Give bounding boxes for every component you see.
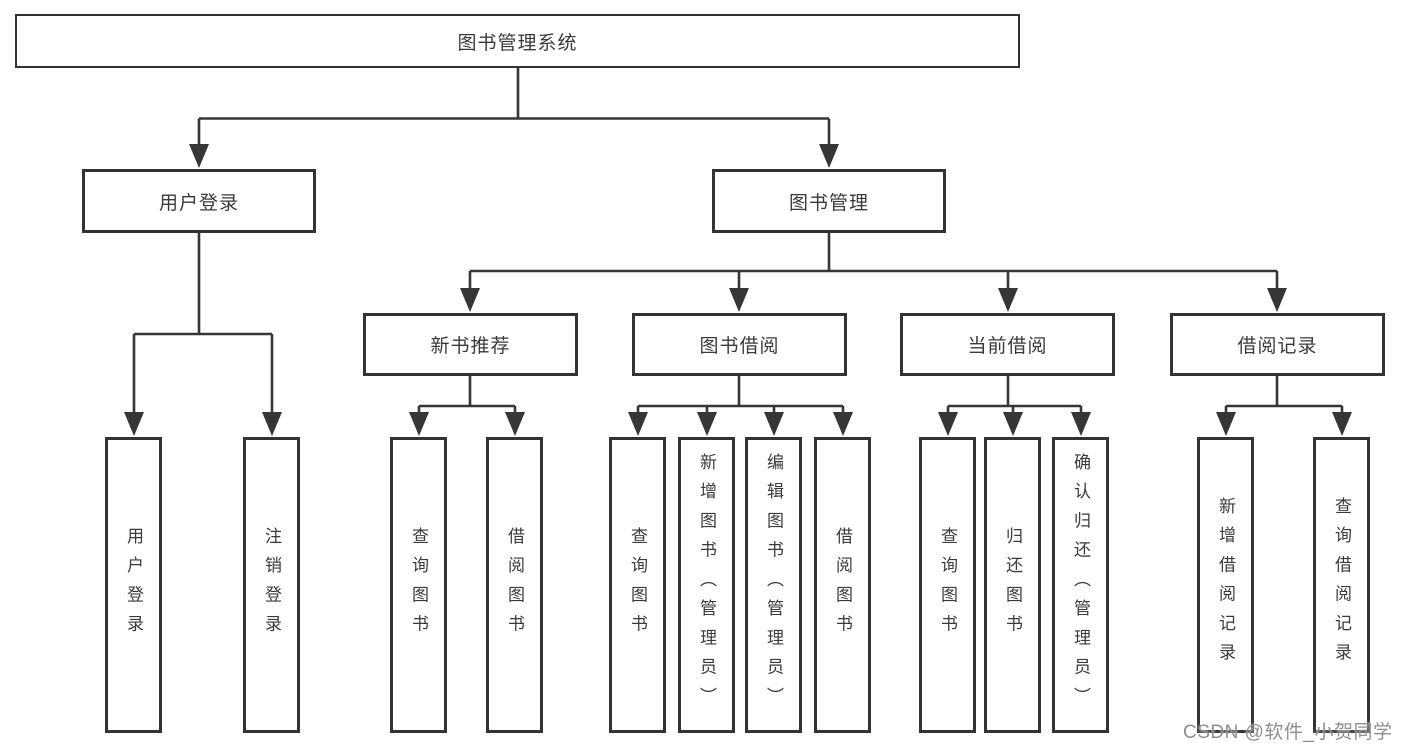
leaf-label: 新增图书（管理员） [697,453,716,717]
leaf-borrow-books-1: 借阅图书 [486,437,543,733]
node-new-book-recommend: 新书推荐 [363,313,578,376]
node-borrow-records: 借阅记录 [1170,313,1385,376]
node-user-login: 用户登录 [82,169,316,233]
leaf-edit-book-admin: 编辑图书（管理员） [745,437,802,733]
node-label: 新书推荐 [430,336,511,357]
leaf-borrow-books-2: 借阅图书 [814,437,871,733]
arrowheads [124,144,1352,436]
node-label: 图书管理 [788,192,869,214]
leaf-label: 用户登录 [124,526,143,644]
leaf-add-book-admin: 新增图书（管理员） [678,437,735,733]
leaf-label: 新增借阅记录 [1216,497,1235,673]
leaf-confirm-return-admin: 确认归还（管理员） [1052,437,1109,733]
node-label: 用户登录 [158,192,239,214]
leaf-return-books: 归还图书 [984,437,1041,733]
node-label: 当前借阅 [967,336,1048,357]
node-current-borrowing: 当前借阅 [900,313,1115,376]
leaf-label: 查询图书 [938,526,957,644]
node-label: 图书借阅 [699,336,780,357]
node-book-management: 图书管理 [712,169,946,233]
leaf-add-borrow-record: 新增借阅记录 [1197,437,1254,733]
leaf-label: 归还图书 [1003,526,1022,644]
leaf-label: 编辑图书（管理员） [764,453,783,717]
node-library-management-system: 图书管理系统 [15,14,1020,68]
leaf-user-login: 用户登录 [105,437,162,733]
leaf-query-books-3: 查询图书 [919,437,976,733]
leaf-logout: 注销登录 [243,437,300,733]
node-label: 图书管理系统 [457,32,578,54]
leaf-label: 查询借阅记录 [1332,497,1351,673]
leaf-query-borrow-record: 查询借阅记录 [1313,437,1370,733]
leaf-label: 查询图书 [628,526,647,644]
node-label: 借阅记录 [1237,336,1318,357]
leaf-label: 确认归还（管理员） [1071,453,1090,717]
leaf-query-books-2: 查询图书 [609,437,666,733]
leaf-label: 查询图书 [409,526,428,644]
csdn-watermark: CSDN @软件_小贺同学 [1183,722,1393,743]
leaf-query-books-1: 查询图书 [390,437,447,733]
leaf-label: 借阅图书 [833,526,852,644]
leaf-label: 注销登录 [262,526,281,644]
node-book-borrowing: 图书借阅 [632,313,847,376]
leaf-label: 借阅图书 [505,526,524,644]
